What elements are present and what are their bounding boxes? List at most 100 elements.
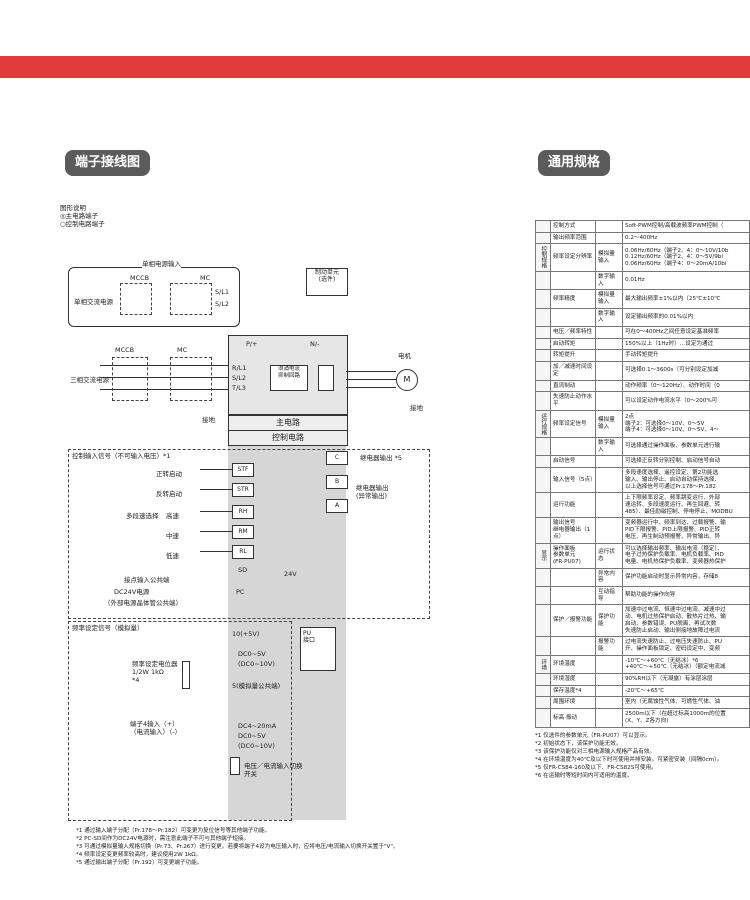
- mccb-switch-3ph: [112, 357, 148, 401]
- motor-label: 电机: [398, 352, 411, 360]
- ground-label-inverter: 接地: [202, 416, 215, 424]
- dc24-note: （外部电源晶体管公共端）: [104, 599, 182, 607]
- spec-cell-name: 输入信号（5点）: [550, 467, 596, 494]
- spec-cell-sub: [595, 492, 623, 519]
- terminal-rm: RM: [232, 525, 254, 539]
- input-reverse: 反转启动: [156, 490, 182, 498]
- spec-cell-sub: [595, 684, 623, 698]
- spec-cell-sub: [595, 231, 623, 245]
- brake-unit: 制动单元 (选件): [306, 268, 348, 296]
- tab-spec[interactable]: 通用规格: [538, 150, 611, 176]
- spec-row: 失速防止动作水平可以设定动作电流水平（0～200%可: [535, 391, 750, 411]
- spec-cell-name: 环境温度: [550, 654, 596, 675]
- spec-cell-name: 操作面板 参数单元 (FR-PU07): [550, 542, 596, 569]
- spec-cell-name: [550, 307, 596, 328]
- spec-row: 保护／报警功能保护功能加速中过电流、恒速中过电流、减速中过 动、电机过热保护启动…: [535, 604, 750, 638]
- spec-row: 互动指导帮助功能的操作向导: [535, 586, 750, 606]
- control-input-group: [68, 449, 430, 619]
- spec-cell-name: [550, 567, 596, 588]
- dc24-label: DC24V电源: [114, 588, 150, 596]
- wiring-notes: *1 通过输入端子分配（Pr.178～Pr.182）可变更为复位信号等其他端子功…: [76, 827, 446, 868]
- single-phase-supply-label: 单相交流电源: [74, 298, 113, 306]
- tab-wiring[interactable]: 端子接线图: [65, 150, 151, 176]
- spec-cell-cat: [535, 708, 551, 728]
- spec-cell-sub: [595, 379, 623, 393]
- spec-note: *3 该保护功能仅对三相电源输入规格产品有效。: [535, 748, 656, 755]
- spec-note: *2 初始状态下，该保护功能无效。: [535, 740, 622, 747]
- spec-cell-val: -10℃～+60℃（无结冰）*6 +40℃～+50℃（无结冰）（额定电流减: [622, 654, 750, 675]
- spec-cell-val: 多段速度选择、遥控设定、第2功能选 输入、输出停止、启动自动保持选择、 以上选择…: [622, 467, 750, 494]
- wiring-diagram: 图形说明 ◎主电路端子 ○控制电路端子 单相电源输入 MCCB MC 单相交流电…: [60, 204, 440, 866]
- spec-cell-cat: [535, 684, 551, 698]
- freq-setting-group: [68, 621, 292, 821]
- spec-cell-cat: [535, 455, 551, 469]
- spec-cell-name: 控制方式: [550, 220, 596, 233]
- spec-row: 周围环境室内（无腐蚀性气体、可燃性气体、油: [535, 696, 750, 710]
- spec-cell-cat: [535, 379, 551, 393]
- spec-cell-val: 过电流失速防止、过电压失速防止、PU 开、操作面板锁定、密码设定中、变频: [622, 636, 750, 656]
- control-circuit-label: 控制电路: [228, 430, 348, 446]
- voltage-24: 24V: [284, 570, 297, 578]
- input-high: 高速: [166, 512, 179, 520]
- spec-row: 运行功能上下限频率设定、频率跳变运行、外部 速运转、多段速度运行、再生回避、转 …: [535, 492, 750, 519]
- spec-cell-cat: [535, 492, 551, 519]
- spec-cell-sub: [595, 673, 623, 686]
- terminal-2-a: DC0~5V: [238, 650, 266, 658]
- iv-switch-icon[interactable]: [230, 757, 240, 775]
- spec-row: 加／减速时间设定可选择0.1～3600s（可分别设定加减: [535, 361, 750, 381]
- spec-cell-name: 频率精度: [550, 289, 596, 309]
- spec-cell-sub: [595, 326, 623, 339]
- spec-row: 保存温度*4-20℃～+65℃: [535, 684, 750, 698]
- spec-cell-val: 可选择正反转分别控制、启动信号自动: [622, 455, 750, 469]
- spec-cell-name: 频率设定信号: [550, 409, 596, 439]
- terminal-sd: SD: [238, 566, 248, 574]
- spec-cell-cat: [535, 231, 551, 245]
- spec-cell-cat: 控制规格: [535, 243, 551, 272]
- terminal-4-a: DC4~20mA: [238, 722, 277, 730]
- spec-cell-sub: [595, 220, 623, 233]
- spec-cell-cat: [535, 437, 551, 457]
- control-input-title: 控制输入信号（不可输入电压）*1: [72, 452, 171, 460]
- inrush-suppression: 浪涌电流 抑制回路: [270, 365, 308, 391]
- spec-cell-cat: [535, 636, 551, 656]
- terminal-4-b: DC0~5V: [238, 732, 266, 740]
- spec-cell-name: 标高·振动: [550, 708, 596, 728]
- spec-cell-name: 输出信号 继电器输出（1点）: [550, 517, 596, 544]
- spec-cell-val: 可以设定动作电流水平（0～200%可: [622, 391, 750, 411]
- pu-connector[interactable]: PU 接口: [300, 627, 336, 671]
- spec-cell-sub: 数字输入: [595, 270, 623, 291]
- spec-cell-val: 可在0～400Hz之间任意设定基准频率: [622, 326, 750, 339]
- spec-cell-cat: 运行规格: [535, 409, 551, 439]
- common-label: 接点输入公共端: [124, 576, 170, 584]
- top-banner: [0, 56, 750, 78]
- spec-row: 报警功能过电流失速防止、过电压失速防止、PU 开、操作面板锁定、密码设定中、变频: [535, 636, 750, 656]
- mccb-label-2: MCCB: [115, 346, 135, 354]
- mccb-switch: [120, 283, 152, 315]
- spec-cell-val: 90%RH以下（无凝露）有涂层涂层: [622, 673, 750, 686]
- spec-row: 启动信号可选择正反转分别控制、启动信号自动: [535, 455, 750, 469]
- mc-label: MC: [200, 274, 211, 282]
- mc-switch-3ph: [170, 357, 212, 401]
- spec-row: 数字输入可选择通过操作面板、参数单元进行输: [535, 437, 750, 457]
- p-plus-label: P/+: [246, 340, 258, 348]
- spec-row: 数字输入设定输出频率的0.01%以内: [535, 307, 750, 328]
- diagram-legend: 图形说明 ◎主电路端子 ○控制电路端子: [60, 204, 105, 228]
- spec-cell-cat: [535, 517, 551, 544]
- wiring-note-3: *3 可通过模拟量输入规格切换（Pr.73、Pr.267）进行变更。若要将端子4…: [76, 844, 399, 851]
- spec-cell-cat: [535, 391, 551, 411]
- spec-note: *5 仅FR-CS84-160及以下、FR-CS82S可使用。: [535, 765, 657, 771]
- terminal-c: C: [326, 451, 348, 465]
- spec-cell-sub: [595, 337, 623, 351]
- spec-row: 环境环境温度-10℃～+60℃（无结冰）*6 +40℃～+50℃（无结冰）（额定…: [535, 654, 750, 675]
- spec-cell-sub: [595, 696, 623, 710]
- spec-cell-cat: [535, 586, 551, 606]
- spec-cell-sub: 模拟量输入: [595, 243, 623, 272]
- spec-cell-val: 上下限频率设定、频率跳变运行、外部 速运转、多段速度运行、再生回避、转 485）…: [622, 492, 750, 519]
- relay-fault-label: 继电器输出 (异常输出): [356, 484, 389, 500]
